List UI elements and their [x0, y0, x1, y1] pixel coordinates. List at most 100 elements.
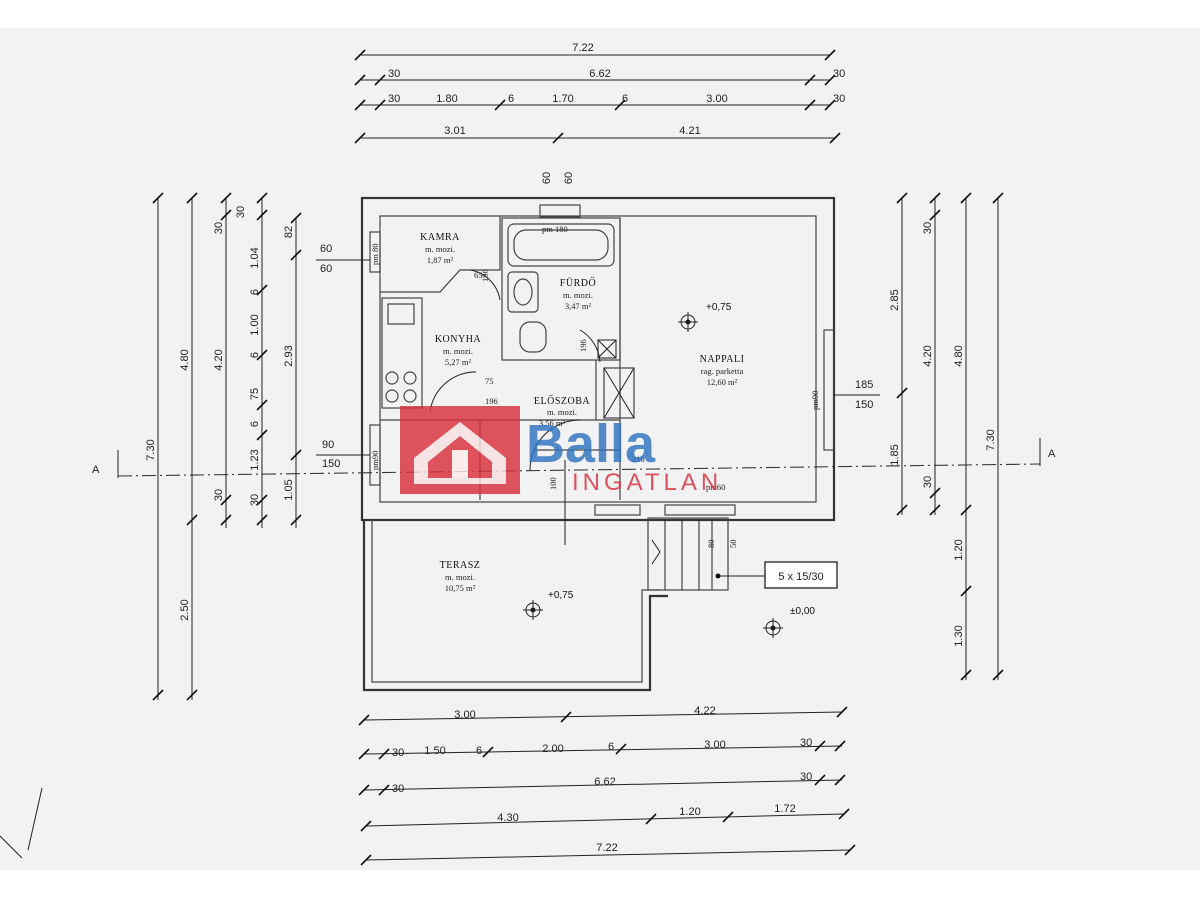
room-terasz: TERASZ m. mozi. 10,75 m²: [440, 560, 481, 593]
top-dimensions: 7.22 30 6.62 30 30 1.80 6 1.70 6 3.00 30…: [354, 42, 845, 144]
dim-text: 1.72: [774, 803, 795, 815]
level-marker-ground: ±0,00: [763, 606, 815, 638]
room-area: 3,47 m²: [565, 301, 592, 311]
room-eloszoba: ELŐSZOBA m. mozi. 3,56 m²: [534, 395, 591, 428]
dim-text: 1.20: [953, 539, 965, 560]
room-sub: m. mozi.: [547, 407, 577, 417]
room-sub: rag. parketta: [701, 366, 744, 376]
room-nappali: NAPPALI rag. parketta 12,60 m²: [700, 354, 745, 387]
dim-text: 1.00: [249, 314, 261, 335]
dim-text: 196: [485, 396, 498, 406]
room-area: 3,56 m²: [539, 418, 566, 428]
room-sub: m. mozi.: [563, 290, 593, 300]
right-dimensions: 2.85 1.85 30 4.20 30 4.80 1.20 1.30 7.30: [889, 192, 1004, 681]
washbasin: [507, 271, 539, 313]
section-label-left: A: [92, 464, 100, 476]
dim-text: 4.30: [497, 812, 518, 824]
dim-text: 60: [320, 243, 332, 255]
dim-text: 30: [235, 206, 247, 218]
windows: [369, 204, 835, 516]
stairs-label-box: 5 x 15/30: [764, 561, 838, 589]
dim-text: 6.62: [594, 776, 615, 788]
dim-text: 60: [541, 172, 553, 184]
dim-text: 30: [800, 771, 812, 783]
room-name: FÜRDŐ: [560, 277, 596, 289]
dim-text: 3.00: [704, 739, 725, 751]
dim-text: 1.05: [283, 479, 295, 500]
room-name: TERASZ: [440, 560, 481, 571]
dim-text: 60: [320, 263, 332, 275]
dim-text: 4.21: [679, 125, 700, 137]
chimney: [597, 339, 635, 419]
dim-text: 2.50: [179, 599, 191, 620]
dim-text: 3.00: [706, 93, 727, 105]
dim-text: 4.20: [922, 345, 934, 366]
dim-text: 196: [578, 339, 588, 352]
room-sub: m. mozi.: [425, 244, 455, 254]
dim-text: 6: [249, 352, 261, 358]
dim-text: 90: [322, 439, 334, 451]
dim-text: 3.00: [454, 709, 475, 721]
room-area: 12,60 m²: [707, 377, 738, 387]
dim-text: 30: [392, 783, 404, 795]
dim-text: 210: [632, 454, 645, 464]
dim-text: 30: [833, 93, 845, 105]
dim-text: 65: [474, 270, 483, 280]
dim-text: 30: [922, 476, 934, 488]
dim-text: 2.00: [542, 743, 563, 755]
section-label-right: A: [1048, 448, 1056, 460]
room-konyha: KONYHA m. mozi. 5,27 m²: [435, 334, 482, 367]
dim-text: 50: [728, 540, 738, 549]
stairs: [647, 517, 765, 591]
paper-edge-marks: [0, 787, 43, 859]
dim-text: 1.80: [436, 93, 457, 105]
room-furdo: FÜRDŐ m. mozi. 3,47 m²: [560, 277, 596, 311]
dim-text: 6: [249, 289, 261, 295]
level-text: +0,75: [706, 302, 732, 313]
dim-text: 30: [922, 222, 934, 234]
room-name: NAPPALI: [700, 354, 745, 365]
level-marker-nappali: +0,75: [678, 302, 732, 332]
toilet: [519, 321, 547, 353]
dim-text: 4.20: [213, 349, 225, 370]
door-swings: [429, 269, 601, 545]
dim-text: 60: [563, 172, 575, 184]
dim-text: 4.22: [694, 705, 715, 717]
bathtub: [507, 223, 615, 267]
room-kamra: KAMRA m. mozi. 1,87 m²: [420, 232, 460, 265]
dim-text: 30: [388, 68, 400, 80]
dim-text: 6: [249, 421, 261, 427]
bottom-dimensions: 3.00 4.22 30 1.50 6 2.00 6 3.00 30 30 6.…: [358, 705, 856, 866]
dim-text: 30: [388, 93, 400, 105]
dim-top-total: 7.22: [572, 42, 593, 54]
dim-text: 2.85: [889, 289, 901, 310]
room-name: ELŐSZOBA: [534, 395, 591, 407]
dim-text: 150: [322, 458, 340, 470]
dim-text: 6.62: [589, 68, 610, 80]
dim-text: 6: [508, 93, 514, 105]
dim-text: 30: [392, 747, 404, 759]
dim-text: 1.30: [953, 625, 965, 646]
dim-text: pm 80: [370, 244, 380, 266]
dim-text: 1.85: [889, 444, 901, 465]
room-area: 1,87 m²: [427, 255, 454, 265]
dim-text: 7.22: [596, 842, 617, 854]
dim-text: 7.30: [985, 429, 997, 450]
dim-text: pm90: [810, 391, 820, 410]
dim-text: 100: [548, 477, 558, 490]
dim-text: pm90: [370, 451, 380, 470]
opening-labels: 60 60 60 60 pm 80 pm 180 90 150 pm90 185…: [316, 172, 880, 548]
dim-text: 1.20: [679, 806, 700, 818]
room-sub: m. mozi.: [445, 572, 475, 582]
level-text: +0,75: [548, 590, 574, 601]
dim-text: 75: [249, 388, 261, 400]
room-area: 10,75 m²: [445, 583, 476, 593]
room-area: 5,27 m²: [445, 357, 472, 367]
dim-text: 196: [480, 269, 490, 282]
dim-text: pm60: [706, 482, 725, 492]
dim-text: 30: [249, 494, 261, 506]
room-name: KONYHA: [435, 334, 482, 345]
level-text: ±0,00: [790, 606, 815, 617]
paper: [0, 28, 1200, 870]
section-line: A A: [92, 438, 1056, 478]
